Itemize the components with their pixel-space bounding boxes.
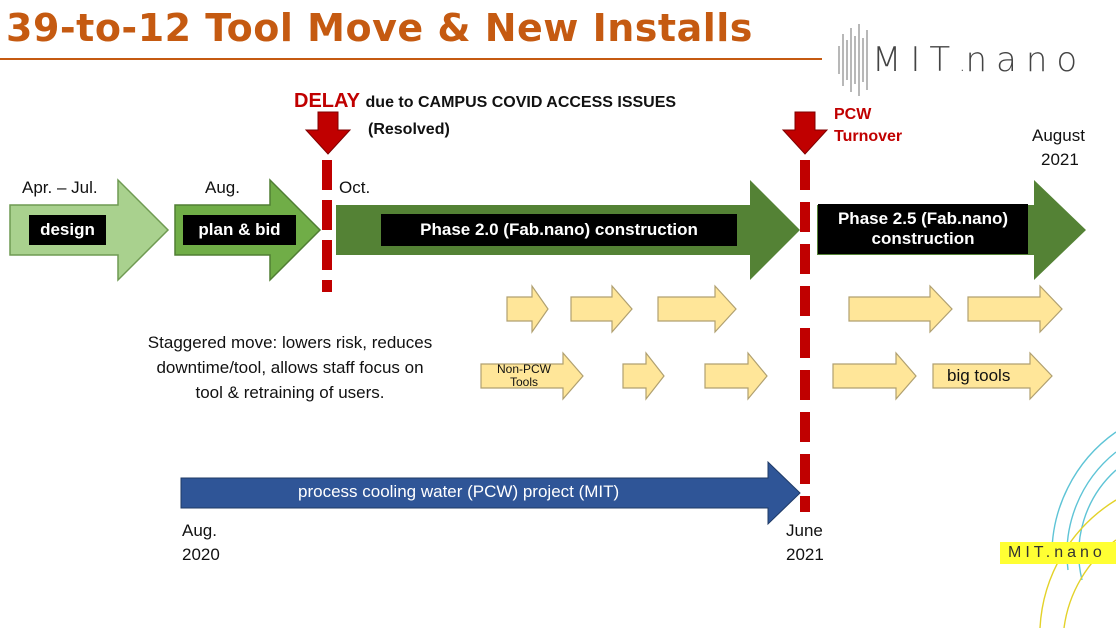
date-aug: Aug.: [205, 178, 240, 197]
pcw-project-label: process cooling water (PCW) project (MIT…: [298, 482, 620, 501]
delay-reason: due to CAMPUS COVID ACCESS ISSUES: [365, 94, 677, 111]
date-aug-2020-year: 2020: [182, 545, 220, 564]
phase-25-label: Phase 2.5 (Fab.nano) construction: [818, 204, 1028, 254]
note-line: tool & retraining of users.: [195, 383, 385, 402]
pcw-turnover-line1: PCW: [834, 106, 872, 123]
tool-arrow: [622, 351, 665, 401]
non-pcw-tools-arrow: [480, 351, 584, 401]
delay-down-arrow: [304, 111, 352, 155]
tool-arrow: [704, 351, 768, 401]
tool-arrow: [967, 284, 1063, 334]
tool-arrow: [657, 284, 737, 334]
logo-mit: MIT: [872, 40, 960, 80]
tool-arrow: [848, 284, 953, 334]
tool-arrow: [832, 351, 917, 401]
delay-heading: DELAY due to CAMPUS COVID ACCESS ISSUES: [294, 90, 676, 113]
design-label: design: [29, 215, 106, 245]
date-august-year: 2021: [1041, 150, 1079, 169]
decorative-arcs-yellow-icon: [1039, 499, 1116, 628]
note-line: Staggered move: lowers risk, reduces: [147, 333, 433, 352]
pcw-project-arrow: [180, 460, 801, 526]
non-pcw-tools-label: Non-PCW Tools: [486, 363, 562, 389]
delay-word: DELAY: [294, 90, 360, 112]
note-line: downtime/tool, allows staff focus on: [156, 358, 424, 377]
page-title: 39-to-12 Tool Move & New Installs: [6, 6, 753, 50]
date-june-year: 2021: [786, 545, 824, 564]
pcw-down-arrow: [781, 111, 829, 155]
non-pcw-label-line1: Non-PCW: [496, 362, 551, 376]
phase-25-label-line2: construction: [871, 229, 975, 248]
plan-bid-label: plan & bid: [183, 215, 296, 245]
staggered-move-note: Staggered move: lowers risk, reduces dow…: [112, 330, 468, 405]
logo-dot: .: [959, 52, 966, 76]
date-apr-jul: Apr. – Jul.: [22, 178, 98, 197]
tool-arrow: [570, 284, 633, 334]
tool-arrow: [506, 284, 549, 334]
date-august: August: [1032, 126, 1085, 145]
title-underline: [0, 58, 822, 60]
big-tools-arrow: [932, 351, 1053, 401]
date-aug-2020-month: Aug.: [182, 521, 217, 540]
barcode-logo-icon: [838, 24, 868, 96]
logo-nano: nano: [965, 40, 1087, 80]
phase-25-label-line1: Phase 2.5 (Fab.nano): [837, 209, 1009, 229]
mit-nano-logo: MIT.nano: [872, 40, 1086, 80]
phase-20-label: Phase 2.0 (Fab.nano) construction: [381, 214, 737, 246]
date-june: June: [786, 521, 823, 540]
mit-nano-badge: MIT.nano: [1000, 542, 1116, 564]
delay-resolved: (Resolved): [368, 121, 450, 138]
date-oct: Oct.: [339, 178, 371, 197]
big-tools-label: big tools: [947, 366, 1011, 385]
pcw-turnover-line2: Turnover: [834, 128, 903, 145]
non-pcw-label-line2: Tools: [509, 375, 538, 389]
